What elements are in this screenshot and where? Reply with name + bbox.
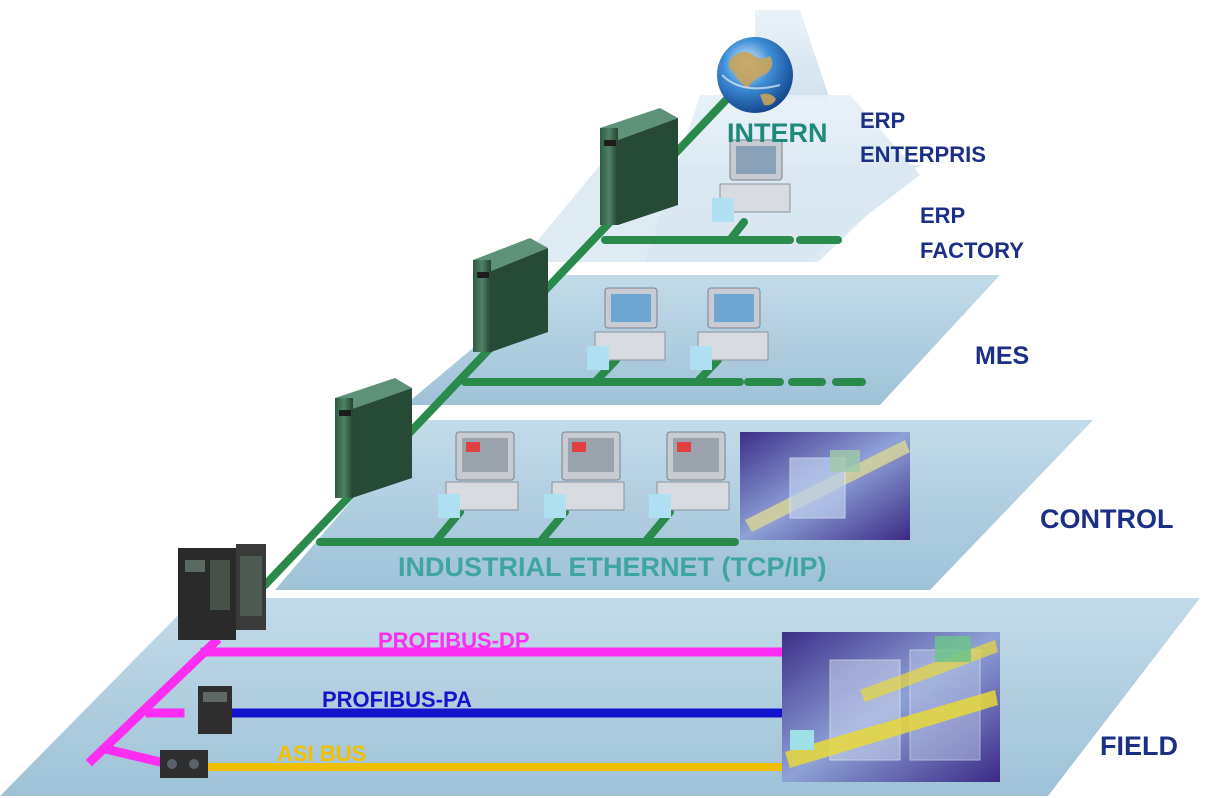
profibus-pa-label: PROFIBUS-PA (322, 687, 472, 712)
level-label-erp-enterprise-line1: ERP (860, 108, 905, 133)
level-label-erp-factory-line1: ERP (920, 203, 965, 228)
asi-bus-label: ASI BUS (277, 741, 366, 766)
field-device-icon (198, 686, 232, 734)
operator-panel-icon (544, 431, 625, 518)
workstation-icon (690, 287, 769, 370)
field-device-icon (160, 750, 208, 778)
network-module-icon (782, 632, 1000, 782)
level-label-erp-factory: ERP FACTORY (920, 203, 1024, 263)
globe-icon (717, 37, 793, 113)
level-label-field: FIELD (1100, 731, 1178, 761)
server-tower-icon (335, 378, 412, 498)
field-buses (85, 635, 790, 771)
workstation-icon (712, 139, 791, 222)
level-label-mes: MES (975, 342, 1029, 370)
level-label-erp-factory-line2: FACTORY (920, 238, 1024, 263)
profibus-dp-label: PROFIBUS-DP (378, 628, 530, 653)
operator-panel-icon (649, 431, 730, 518)
level-label-erp-enterprise-line2: ENTERPRIS (860, 142, 986, 167)
internet-label: INTERN (727, 118, 828, 148)
workstation-icon (587, 287, 666, 370)
operator-panel-icon (438, 431, 519, 518)
plc-icon (178, 544, 266, 640)
industrial-ethernet-label: INDUSTRIAL ETHERNET (TCP/IP) (398, 552, 827, 582)
server-tower-icon (473, 238, 548, 352)
server-tower-icon (600, 108, 678, 225)
profibus-dp-line (85, 635, 790, 768)
level-label-control: CONTROL (1040, 504, 1173, 534)
network-module-icon (740, 432, 910, 540)
level-label-erp-enterprise: ERP ENTERPRIS (860, 108, 986, 167)
